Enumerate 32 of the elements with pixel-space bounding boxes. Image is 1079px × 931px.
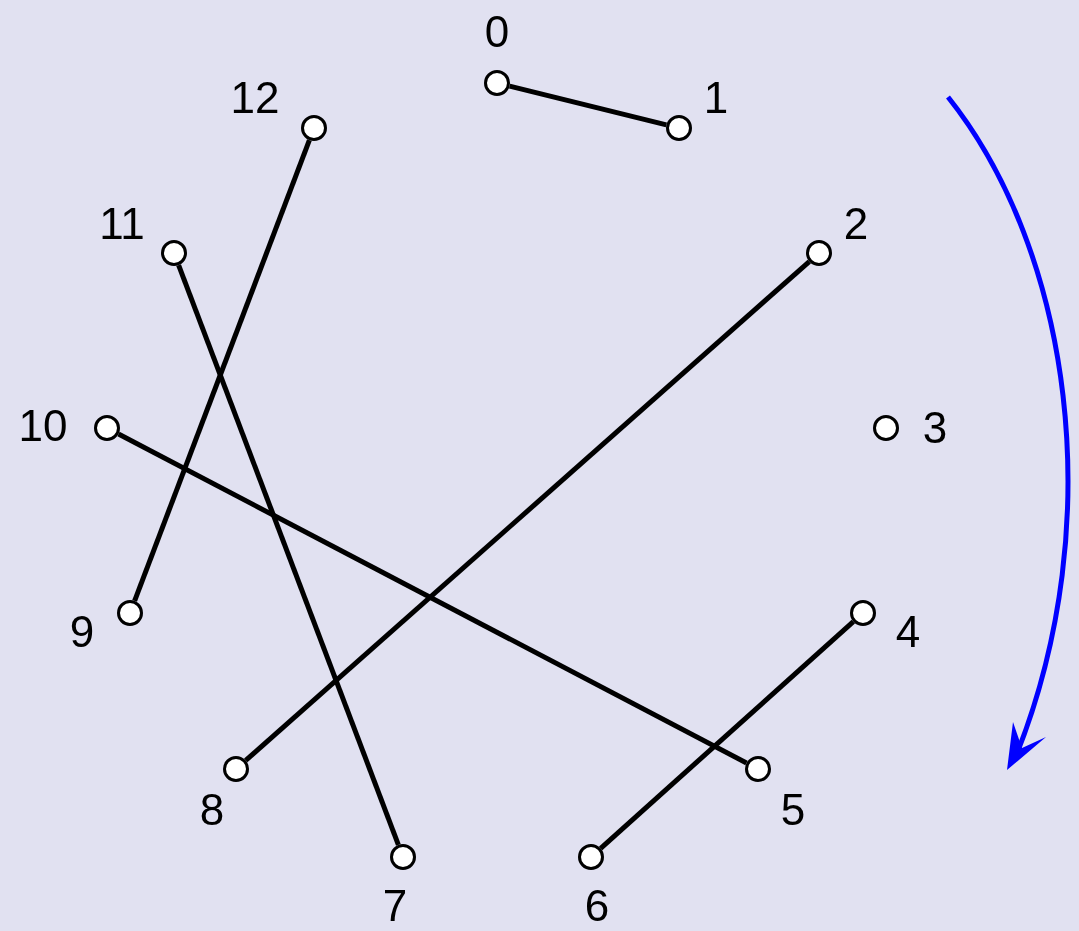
point-number: 0 [484,10,510,54]
point-circle [390,844,416,870]
point-number: 10 [18,404,68,448]
point-circle [301,115,327,141]
connecting-line [176,264,401,846]
point-number: 11 [99,202,145,246]
point-number: 9 [69,610,95,654]
connecting-line [509,83,667,128]
point-circle [161,240,187,266]
connecting-line [132,139,312,602]
point-circle [666,115,692,141]
point-number: 6 [584,884,610,928]
point-circle [94,415,120,441]
point-circle [484,70,510,96]
point-number: 4 [895,610,921,654]
point-circle [117,600,143,626]
connecting-line [244,259,811,763]
point-number: 5 [780,788,806,832]
point-number: 12 [230,76,280,120]
point-number: 3 [922,406,948,450]
point-number: 1 [703,76,729,120]
point-number: 2 [843,202,869,246]
point-circle [806,240,832,266]
point-number: 7 [382,884,408,928]
point-circle [223,756,249,782]
point-circle [745,756,771,782]
point-circle [850,600,876,626]
connecting-line [599,619,855,851]
connecting-line [117,431,748,766]
point-number: 8 [199,788,225,832]
point-circle [578,844,604,870]
point-circle [873,415,899,441]
